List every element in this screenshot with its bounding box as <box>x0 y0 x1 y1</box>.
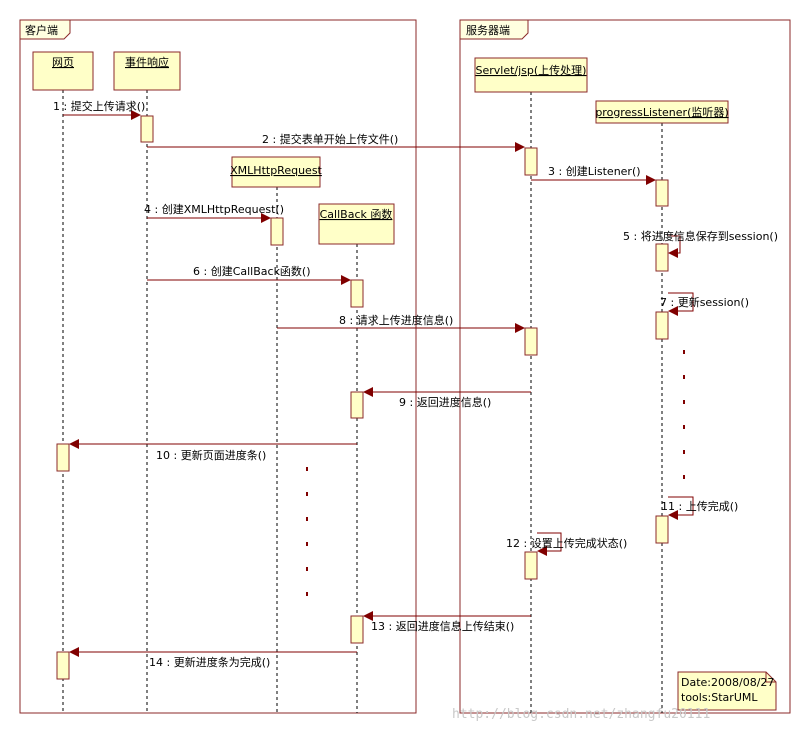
object-webpage-label: 网页 <box>52 56 74 69</box>
message-5-arrow <box>668 235 681 258</box>
activation-listener-3 <box>655 311 669 340</box>
continuation-dots-xhr <box>306 467 308 596</box>
object-servlet: Servlet/jsp(上传处理) <box>474 57 588 93</box>
note-date: Date:2008/08/27 <box>681 676 774 689</box>
server-frame-title: 服务器端 <box>466 24 510 37</box>
watermark: http://blog.csdn.net/zhangfu20111 <box>452 707 710 722</box>
activation-webpage-2 <box>56 651 70 680</box>
message-3-label: 3 : 创建Listener() <box>548 164 641 178</box>
message-11-arrow <box>668 496 694 520</box>
activation-callback-1 <box>350 279 364 308</box>
message-10-label: 10 : 更新页面进度条() <box>156 448 266 462</box>
object-event: 事件响应 <box>113 51 181 91</box>
object-xhr-label: XMLHttpRequest <box>230 164 322 177</box>
activation-xhr-1 <box>270 217 284 246</box>
note-tools: tools:StarUML <box>681 691 758 704</box>
object-callback-label: CallBack 函数 <box>320 208 393 221</box>
message-6-label: 6 : 创建CallBack函数() <box>193 264 311 278</box>
note: Date:2008/08/27 tools:StarUML <box>677 671 777 711</box>
message-12-label: 12 : 设置上传完成状态() <box>506 536 627 550</box>
message-8-label: 8 : 请求上传进度信息() <box>339 313 453 327</box>
activation-event-1 <box>140 115 154 143</box>
object-webpage: 网页 <box>32 51 94 91</box>
activation-servlet-1 <box>524 147 538 176</box>
object-event-label: 事件响应 <box>125 55 169 69</box>
object-servlet-label: Servlet/jsp(上传处理) <box>476 64 587 77</box>
message-9-label: 9 : 返回进度信息() <box>399 395 491 409</box>
activation-listener-4 <box>655 515 669 544</box>
continuation-dots-listener <box>683 350 685 479</box>
activations <box>56 115 669 680</box>
message-13-label: 13 : 返回进度信息上传结束() <box>371 619 514 633</box>
lifelines <box>62 90 663 713</box>
activation-listener-1 <box>655 179 669 207</box>
activation-listener-2 <box>655 243 669 272</box>
client-frame-title: 客户端 <box>25 23 58 37</box>
message-7-arrow <box>668 292 694 316</box>
activation-callback-3 <box>350 615 364 644</box>
message-12-arrow <box>537 532 562 556</box>
object-listener-label: progressListener(监听器) <box>595 106 728 119</box>
activation-servlet-2 <box>524 327 538 356</box>
message-11-label: 11 : 上传完成() <box>661 499 738 513</box>
activation-servlet-3 <box>524 551 538 580</box>
server-frame: 服务器端 <box>459 19 791 714</box>
message-7-label: 7 : 更新session() <box>660 295 749 309</box>
object-callback: CallBack 函数 <box>318 203 395 245</box>
message-5-label: 5 : 将进度信息保存到session() <box>623 229 778 243</box>
object-listener: progressListener(监听器) <box>595 100 729 124</box>
object-xhr: XMLHttpRequest <box>230 156 323 188</box>
activation-webpage-1 <box>56 443 70 472</box>
client-frame: 客户端 <box>19 19 417 714</box>
message-14-label: 14 : 更新进度条为完成() <box>149 655 270 669</box>
activation-callback-2 <box>350 391 364 419</box>
message-2-label: 2 : 提交表单开始上传文件() <box>262 132 398 146</box>
message-4-label: 4 : 创建XMLHttpRequest() <box>144 202 284 216</box>
message-1-label: 1 : 提交上传请求() <box>53 99 145 113</box>
